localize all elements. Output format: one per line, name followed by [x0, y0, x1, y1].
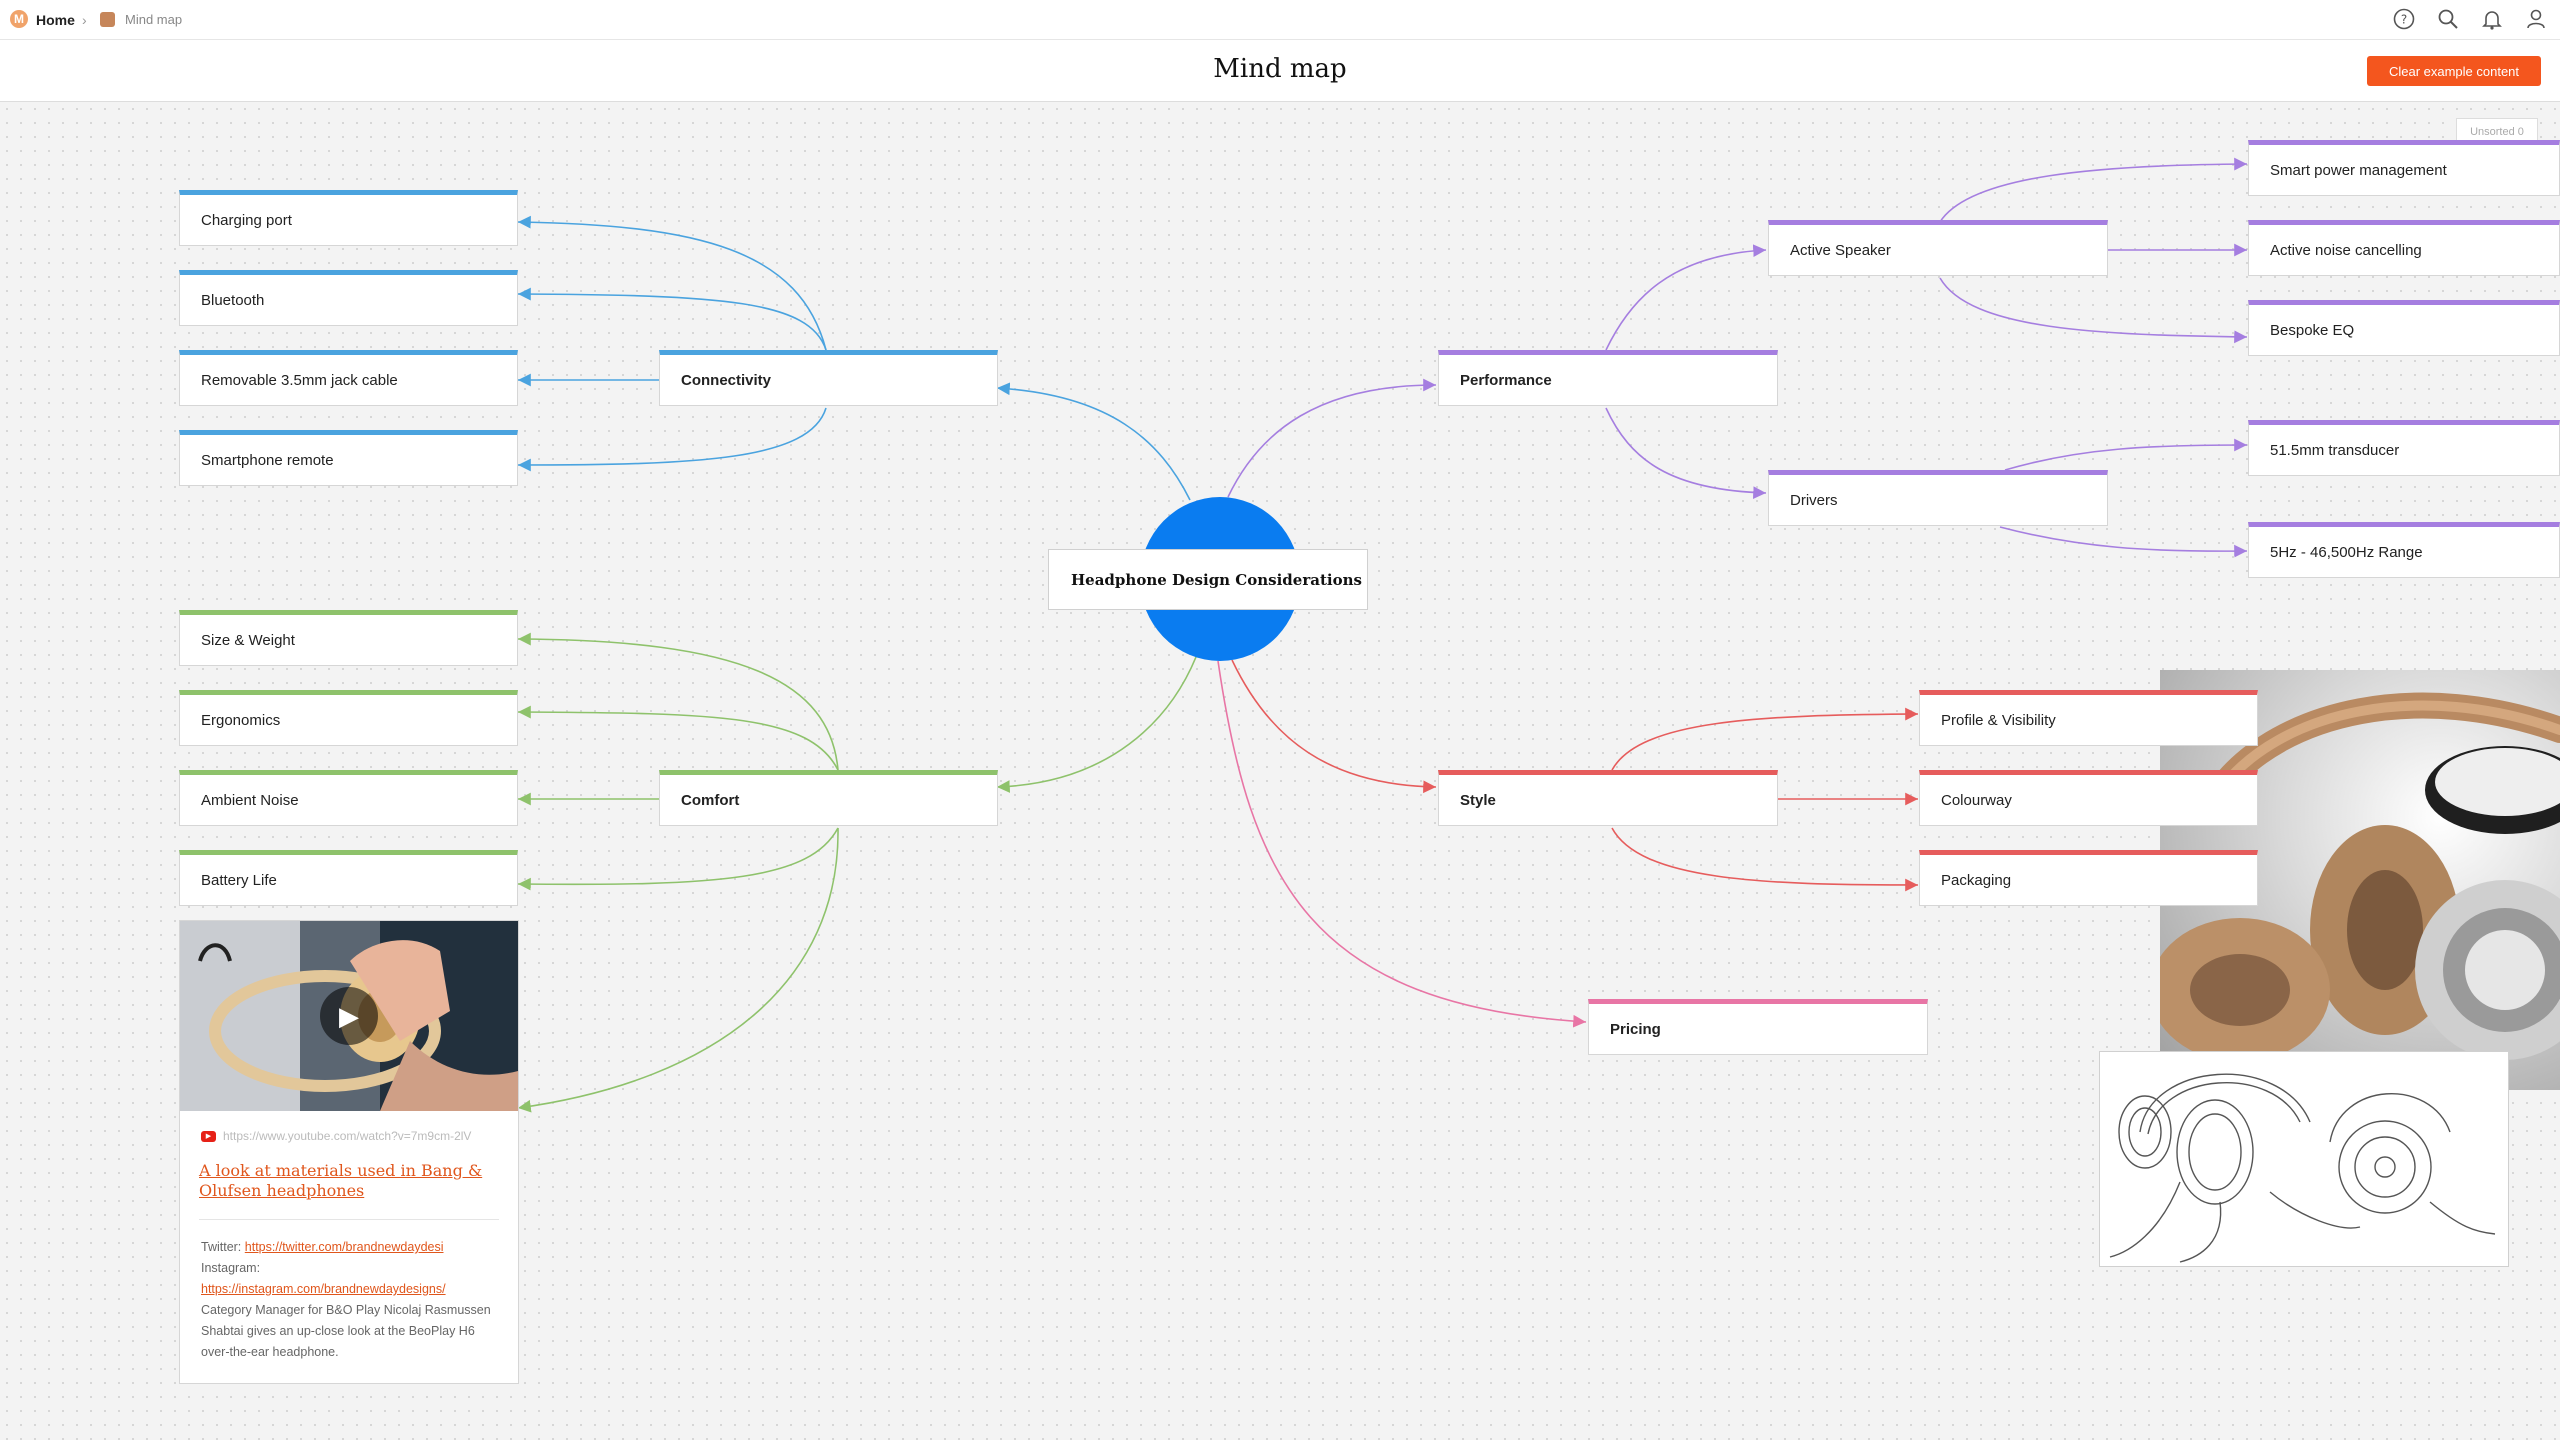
user-icon[interactable] — [2524, 8, 2548, 32]
home-icon[interactable]: M — [10, 10, 28, 28]
node-size-weight[interactable]: Size & Weight — [179, 610, 518, 666]
node-profile-visibility[interactable]: Profile & Visibility — [1919, 690, 2258, 746]
node-ergonomics[interactable]: Ergonomics — [179, 690, 518, 746]
center-topic[interactable]: Headphone Design Considerations — [1048, 549, 1368, 610]
youtube-icon: ▶ — [201, 1131, 216, 1142]
node-comfort[interactable]: Comfort — [659, 770, 998, 826]
svg-text:?: ? — [2401, 13, 2407, 27]
instagram-link[interactable]: https://instagram.com/brandnewdaydesigns… — [201, 1282, 446, 1296]
node-smartphone-remote[interactable]: Smartphone remote — [179, 430, 518, 486]
breadcrumb-board[interactable]: Mind map — [125, 12, 183, 27]
video-description-text: Category Manager for B&O Play Nicolaj Ra… — [201, 1303, 491, 1359]
node-smart-power-management[interactable]: Smart power management — [2248, 140, 2560, 196]
search-icon[interactable] — [2436, 8, 2460, 32]
twitter-link[interactable]: https://twitter.com/brandnewdaydesi — [244, 1240, 444, 1254]
node-style[interactable]: Style — [1438, 770, 1778, 826]
board-icon — [100, 12, 115, 27]
chevron-right-icon: › — [82, 12, 87, 28]
node-ambient-noise[interactable]: Ambient Noise — [179, 770, 518, 826]
node-frequency-range[interactable]: 5Hz - 46,500Hz Range — [2248, 522, 2560, 578]
node-51-5mm-transducer[interactable]: 51.5mm transducer — [2248, 420, 2560, 476]
node-drivers[interactable]: Drivers — [1768, 470, 2108, 526]
node-active-speaker[interactable]: Active Speaker — [1768, 220, 2108, 276]
node-charging-port[interactable]: Charging port — [179, 190, 518, 246]
node-connectivity[interactable]: Connectivity — [659, 350, 998, 406]
page-title: Mind map — [1213, 54, 1347, 84]
video-title-link[interactable]: A look at materials used in Bang & Olufs… — [199, 1161, 483, 1200]
node-bespoke-eq[interactable]: Bespoke EQ — [2248, 300, 2560, 356]
twitter-label: Twitter: — [201, 1240, 242, 1254]
breadcrumb-home[interactable]: Home — [36, 12, 75, 28]
node-colourway[interactable]: Colourway — [1919, 770, 2258, 826]
instagram-label: Instagram: — [201, 1261, 261, 1275]
node-pricing[interactable]: Pricing — [1588, 999, 1928, 1055]
help-icon[interactable]: ? — [2392, 8, 2416, 32]
node-removable-jack-cable[interactable]: Removable 3.5mm jack cable — [179, 350, 518, 406]
video-card[interactable]: ▶ ▶ https://www.youtube.com/watch?v=7m9c… — [179, 920, 519, 1384]
node-performance[interactable]: Performance — [1438, 350, 1778, 406]
headphones-sketch[interactable] — [2099, 1051, 2509, 1267]
node-packaging[interactable]: Packaging — [1919, 850, 2258, 906]
clear-example-content-button[interactable]: Clear example content — [2367, 56, 2541, 86]
video-thumbnail[interactable]: ▶ — [180, 921, 518, 1111]
top-bar: M Home › Mind map ? — [0, 0, 2560, 40]
video-url[interactable]: https://www.youtube.com/watch?v=7m9cm-2l… — [223, 1129, 472, 1143]
bell-icon[interactable] — [2480, 8, 2504, 32]
node-active-noise-cancelling[interactable]: Active noise cancelling — [2248, 220, 2560, 276]
board-header: Mind map Clear example content — [0, 40, 2560, 102]
play-icon[interactable]: ▶ — [320, 987, 378, 1045]
node-bluetooth[interactable]: Bluetooth — [179, 270, 518, 326]
divider — [199, 1219, 499, 1220]
node-battery-life[interactable]: Battery Life — [179, 850, 518, 906]
video-description: Twitter: https://twitter.com/brandnewday… — [201, 1237, 501, 1363]
